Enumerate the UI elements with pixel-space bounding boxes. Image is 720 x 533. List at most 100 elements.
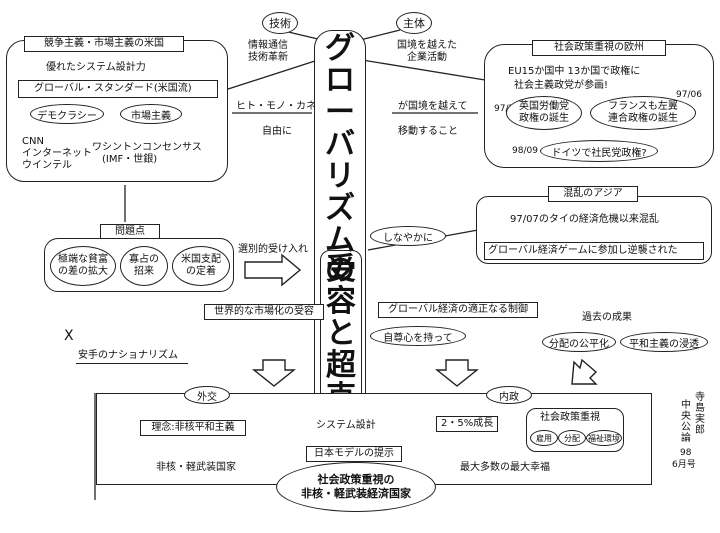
world-market-box: 世界的な市場化の受容 — [204, 304, 324, 320]
us-design-power: 優れたシステム設計力 — [46, 62, 146, 73]
jiyuu-text: 自由に — [262, 126, 292, 137]
system-design-label: システム設計 — [316, 420, 376, 431]
kokkyo-text: が国境を越えて — [398, 101, 468, 112]
us-list-internet: インターネット — [22, 148, 92, 159]
problem-2-line-1: 寡占の — [129, 254, 159, 265]
problem-oval-3: 米国支配 の定着 — [172, 246, 230, 286]
tech-text-2: 技術革新 — [248, 52, 288, 63]
title-char: の — [325, 253, 355, 288]
tag-employment-text: 雇用 — [536, 433, 552, 443]
distribution-oval: 分配の公平化 — [542, 332, 616, 352]
subject-text-2: 企業活動 — [407, 52, 447, 63]
title-char: ム — [325, 223, 355, 258]
happiness-text: 最大多数の最大幸福 — [460, 462, 550, 473]
credit-pub-2: 央 — [681, 411, 691, 422]
credit-author-2: 島 — [695, 403, 705, 414]
tech-label: 技術 — [269, 17, 291, 30]
cheap-nationalism: 安手のナショナリズム — [78, 350, 178, 361]
problem-1-line-2: の差の拡大 — [58, 266, 108, 277]
credit-pub-3: 公 — [681, 422, 691, 433]
us-list-wintel: ウインテル — [22, 160, 72, 171]
title-char: ー — [325, 95, 355, 130]
self-respect-oval: 自尊心を持って — [370, 326, 466, 346]
nonnuclear-text: 非核・軽武装国家 — [156, 462, 236, 473]
credit-author-4: 郎 — [695, 425, 705, 436]
asia-line-1: 97/07のタイの経済危機以来混乱 — [510, 214, 659, 225]
uk-text-2: 政権の誕生 — [519, 113, 569, 124]
problem-3-line-2: の定着 — [186, 266, 216, 277]
tech-oval: 技術 — [262, 12, 298, 34]
global-standard-box — [18, 80, 218, 98]
cheap-nationalism-underline — [76, 363, 188, 364]
credit-author-3: 実 — [695, 414, 705, 425]
eu-line-2: 社会主義政党が参画! — [514, 80, 609, 91]
de-text: ドイツで社民党政権? — [551, 147, 647, 159]
distribution-text: 分配の公平化 — [549, 338, 609, 350]
tech-text-1: 情報通信 — [248, 40, 288, 51]
democracy-oval: デモクラシー — [30, 104, 104, 124]
eu-year-1: 97/06 — [676, 90, 702, 100]
title-box-char: 容 — [326, 284, 356, 319]
principle-box: 理念:非核平和主義 — [140, 420, 246, 436]
us-list-cnn: CNN — [22, 136, 44, 147]
title-char: リ — [325, 159, 355, 194]
title-char: ロ — [325, 63, 355, 98]
market-oval: 市場主義 — [120, 104, 182, 124]
self-respect-text: 自尊心を持って — [383, 332, 453, 344]
fr-text-1: フランスも左翼 — [608, 101, 678, 112]
problem-oval-2: 寡占の 招来 — [120, 246, 168, 286]
fr-text-2: 連合政権の誕生 — [608, 113, 678, 124]
credit-pub-4: 論 — [681, 433, 691, 444]
market-text: 市場主義 — [131, 110, 171, 122]
title-box-char: 受 — [326, 252, 356, 287]
credit-date-2: 6月号 — [672, 460, 696, 470]
fr-oval: フランスも左翼 連合政権の誕生 — [590, 96, 696, 130]
de-oval: ドイツで社民党政権? — [540, 140, 658, 162]
japan-model-box: 日本モデルの提示 — [306, 446, 402, 462]
credit-pub-1: 中 — [681, 400, 691, 411]
center-globalism-column — [314, 30, 366, 425]
growth-box: 2・5%成長 — [436, 416, 498, 432]
tag-distribution-text: 分配 — [564, 433, 580, 443]
pacifism-text: 平和主義の浸透 — [629, 338, 699, 350]
diplomacy-text: 外交 — [197, 391, 217, 403]
uk-oval: 英国労働党 政権の誕生 — [506, 96, 582, 130]
subject-text-1: 国境を越えた — [397, 40, 457, 51]
final-line-2: 非核・軽武装経済国家 — [301, 487, 411, 500]
global-standard-text: グローバル・スタンダード(米国流) — [34, 83, 192, 94]
problem-1-line-1: 極端な貧富 — [58, 254, 108, 265]
pacifism-oval: 平和主義の浸透 — [620, 332, 708, 352]
tag-welfare-text: 福祉環境 — [588, 433, 620, 443]
asia-line-2: グローバル経済ゲームに参加し逆襲された — [488, 245, 678, 256]
selective-acceptance: 選別的受け入れ — [238, 244, 308, 255]
tag-welfare: 福祉環境 — [586, 430, 622, 446]
problem-2-line-2: 招来 — [134, 266, 154, 277]
eu-header: 社会政策重視の欧州 — [532, 40, 666, 56]
tag-employment: 雇用 — [530, 430, 558, 446]
domestic-text: 内政 — [499, 391, 519, 403]
eu-year-2: 97/5 — [494, 104, 515, 114]
us-header: 競争主義・市場主義の米国 — [24, 36, 184, 52]
title-char: ズ — [325, 191, 355, 226]
democracy-text: デモクラシー — [37, 110, 97, 122]
tag-distribution: 分配 — [558, 430, 586, 446]
washington-1: ワシントンコンセンサス — [92, 142, 202, 153]
credit-author-1: 寺 — [695, 392, 705, 403]
problem-oval-1: 極端な貧富 の差の拡大 — [50, 246, 116, 286]
final-oval: 社会政策重視の 非核・軽武装経済国家 — [276, 462, 436, 512]
title-char: グ — [325, 31, 355, 66]
title-char: バ — [325, 127, 355, 162]
final-line-1: 社会政策重視の — [317, 473, 395, 486]
global-control-box: グローバル経済の適正なる制御 — [378, 302, 538, 318]
title-box-char: と — [326, 316, 356, 351]
washington-2: (IMF・世銀) — [102, 154, 158, 165]
hito-mono-kane: ヒト・モノ・カネ — [236, 101, 316, 112]
eu-line-1: EU15か国中 13か国で政権に — [508, 66, 641, 77]
credit-date-1: 98 — [680, 448, 692, 458]
flexible-text: しなやかに — [383, 232, 433, 244]
diplomacy-oval: 外交 — [184, 386, 230, 404]
asia-header: 混乱のアジア — [548, 186, 638, 202]
subject-oval: 主体 — [396, 12, 432, 34]
idou-text: 移動すること — [398, 126, 458, 137]
